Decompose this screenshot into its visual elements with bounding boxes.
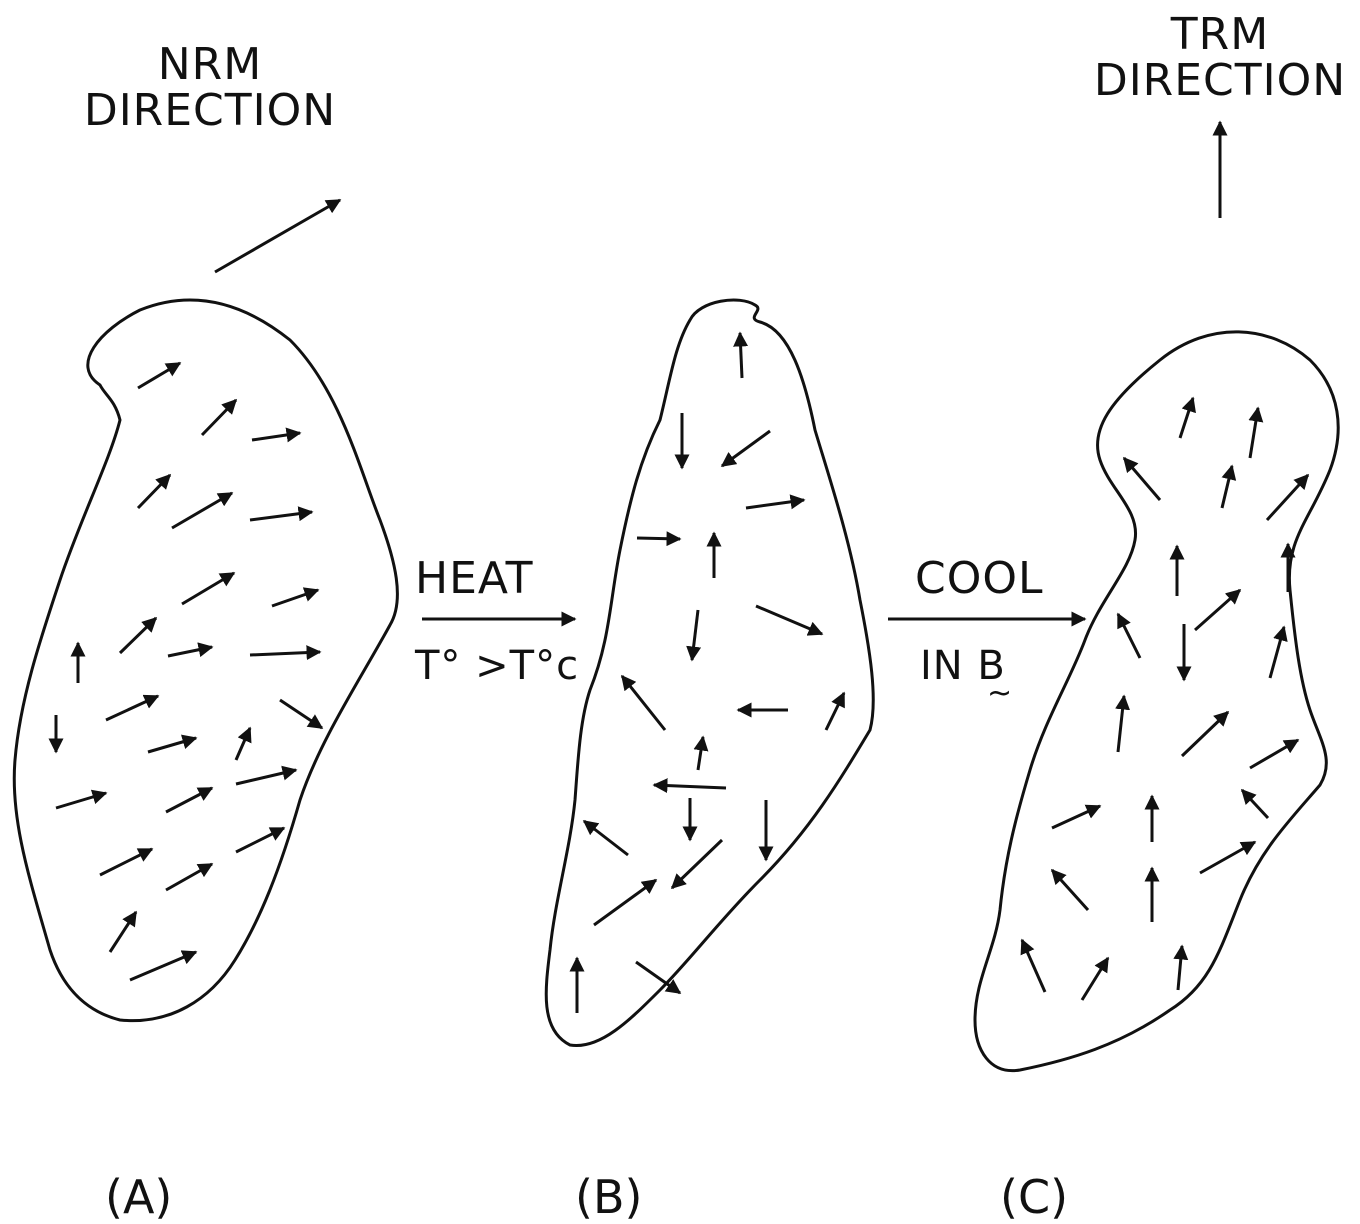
moment-arrow: [740, 333, 742, 378]
field-vector-mark: ~: [987, 678, 1017, 710]
moment-arrow: [166, 864, 212, 890]
moment-arrow: [826, 693, 844, 730]
panel-b-label: (B): [575, 1170, 642, 1224]
moment-arrow: [746, 500, 804, 508]
moment-arrow: [692, 610, 698, 660]
moment-arrow: [756, 606, 822, 634]
trm-direction-label: TRM DIRECTION: [1080, 12, 1360, 104]
moment-arrow: [110, 912, 136, 952]
moment-arrow: [236, 828, 284, 852]
cool-label: COOL: [915, 556, 1055, 602]
moment-arrow: [166, 788, 212, 812]
panel-c-label: (C): [1000, 1170, 1068, 1224]
moment-arrow: [280, 700, 322, 728]
moment-arrow: [168, 647, 212, 656]
moment-arrow: [1178, 946, 1182, 990]
moment-arrow: [120, 618, 156, 653]
moment-arrow: [1118, 696, 1124, 752]
panel-a-label: (A): [105, 1170, 172, 1224]
moment-arrow: [584, 821, 628, 855]
moment-arrow: [1052, 806, 1100, 828]
moment-arrow: [130, 952, 196, 980]
nrm-direction-label: NRM DIRECTION: [70, 42, 350, 134]
moment-arrow: [1182, 712, 1228, 756]
moment-arrow: [1118, 614, 1140, 658]
grain-c-moments: [1022, 398, 1308, 1000]
moment-arrow: [138, 475, 170, 508]
moment-arrow: [100, 849, 152, 875]
moment-arrow: [637, 538, 680, 539]
moment-arrow: [182, 573, 234, 604]
moment-arrow: [202, 400, 236, 435]
grain-a-outline: [14, 300, 397, 1021]
grain-a-moments: [56, 363, 322, 980]
moment-arrow: [1052, 870, 1088, 910]
moment-arrow: [138, 363, 180, 388]
nrm-label-line2: DIRECTION: [70, 88, 350, 134]
trm-label-line2: DIRECTION: [1080, 58, 1360, 104]
moment-arrow: [622, 676, 665, 730]
moment-arrow: [1267, 475, 1308, 520]
moment-arrow: [250, 512, 312, 520]
moment-arrow: [1022, 940, 1045, 992]
heat-label: HEAT: [415, 556, 545, 602]
nrm-label-line1: NRM: [70, 42, 350, 88]
moment-arrow: [1180, 398, 1193, 438]
moment-arrow: [654, 785, 726, 788]
trm-label-line1: TRM: [1080, 12, 1360, 58]
moment-arrow: [672, 840, 722, 888]
moment-arrow: [1250, 408, 1258, 458]
moment-arrow: [1124, 458, 1160, 500]
moment-arrow: [56, 793, 106, 808]
moment-arrow: [236, 728, 250, 760]
moment-arrow: [1270, 627, 1284, 678]
moment-arrow: [1082, 958, 1108, 1000]
moment-arrow: [272, 590, 318, 606]
heat-condition-label: T° >T°c: [415, 645, 615, 687]
moment-arrow: [1242, 790, 1268, 818]
moment-arrow: [172, 493, 232, 528]
moment-arrow: [250, 652, 320, 655]
grain-b-moments: [577, 333, 844, 1013]
moment-arrow: [148, 738, 196, 752]
moment-arrow: [236, 770, 296, 784]
nrm-direction-arrow: [215, 200, 340, 272]
moment-arrow: [1222, 466, 1232, 508]
moment-arrow: [106, 696, 158, 720]
moment-arrow: [722, 431, 770, 466]
moment-arrow: [1195, 590, 1240, 630]
moment-arrow: [698, 737, 703, 770]
moment-arrow: [1200, 842, 1255, 873]
moment-arrow: [252, 433, 300, 440]
moment-arrow: [1250, 740, 1298, 768]
moment-arrow: [594, 880, 656, 925]
